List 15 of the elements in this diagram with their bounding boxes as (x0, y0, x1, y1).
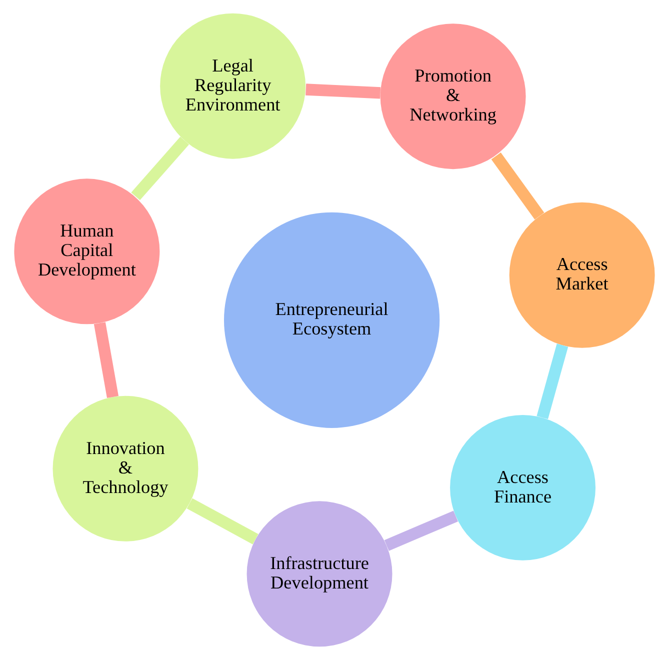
connector (306, 84, 381, 99)
node-circle: Legal Regularity Environment (160, 13, 306, 159)
node-circle: Access Finance (450, 414, 596, 560)
connector (491, 152, 544, 220)
node-circle: Entrepreneurial Ecosystem (224, 212, 440, 428)
connector (536, 344, 568, 420)
connector (186, 498, 258, 544)
node-circle: Infrastructure Development (246, 501, 392, 647)
node-circle: Innovation & Technology (52, 396, 198, 542)
node-circle: Access Market (509, 202, 655, 348)
connector (131, 136, 190, 200)
node-circle: Promotion & Networking (380, 24, 526, 170)
connector (94, 322, 119, 398)
connector (384, 510, 458, 551)
node-circle: Human Capital Development (14, 178, 160, 324)
